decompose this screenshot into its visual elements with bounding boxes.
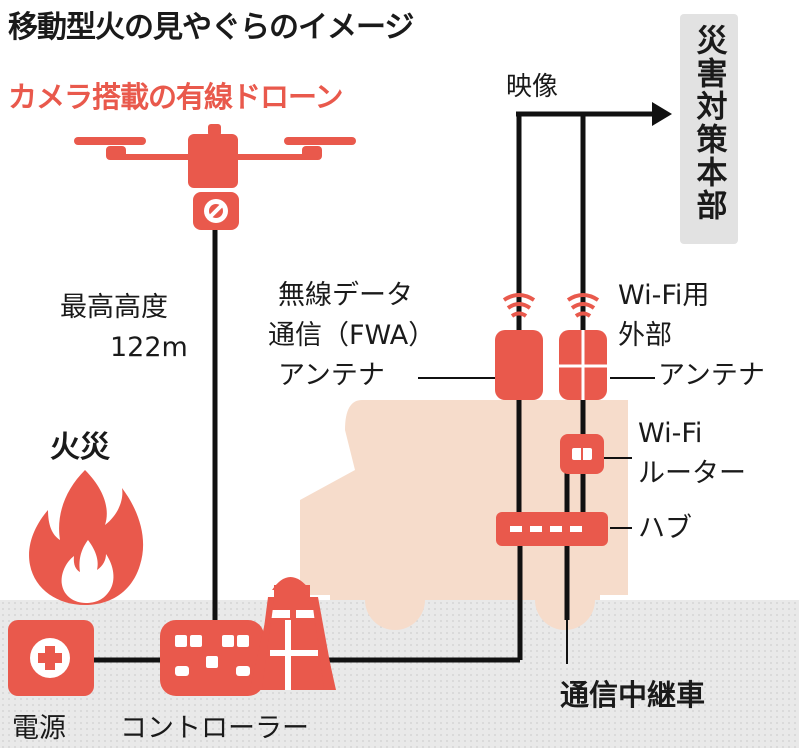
antenna-icon — [559, 293, 607, 400]
wifi-antenna-label-line3: アンテナ — [658, 360, 765, 391]
leader-lines — [418, 377, 655, 664]
power-supply-icon — [8, 620, 94, 696]
fire-label: 火災 — [50, 430, 110, 465]
controller-label: コントローラー — [120, 713, 309, 744]
hub-label: ハブ — [638, 513, 692, 544]
controller-icon — [160, 620, 264, 696]
relay-vehicle-label: 通信中継車 — [560, 678, 706, 712]
disaster-hq-label: 災害対策本部 — [690, 24, 727, 222]
disaster-hq-box: 災害対策本部 — [680, 14, 738, 244]
altitude-label-line1: 最高高度 — [60, 292, 168, 323]
wifi-antenna-label-line1: Wi-Fi用 — [618, 280, 710, 311]
router-label-line2: ルーター — [638, 458, 746, 489]
firefighter-icon — [250, 577, 336, 690]
diagram-title: 移動型火の見やぐらのイメージ — [8, 10, 414, 45]
fwa-antenna-label-line2: 通信（FWA） — [268, 320, 436, 351]
vehicle-icon — [300, 400, 628, 630]
drone-label: カメラ搭載の有線ドローン — [8, 80, 344, 114]
fire-icon — [29, 470, 144, 605]
fwa-antenna-label-line3: アンテナ — [278, 360, 385, 391]
router-label-line1: Wi-Fi — [638, 418, 703, 449]
wifi-antenna-label-line2: 外部 — [618, 320, 672, 351]
video-label: 映像 — [506, 72, 559, 102]
router-icon — [560, 434, 604, 474]
hub-icon — [496, 512, 608, 546]
arrow-right-icon — [652, 102, 672, 126]
power-label: 電源 — [12, 713, 66, 744]
antenna-icon — [495, 293, 543, 420]
drone-icon — [74, 124, 356, 230]
fwa-antenna-label-line1: 無線データ — [278, 280, 413, 311]
altitude-label-line2: 122m — [110, 332, 188, 363]
